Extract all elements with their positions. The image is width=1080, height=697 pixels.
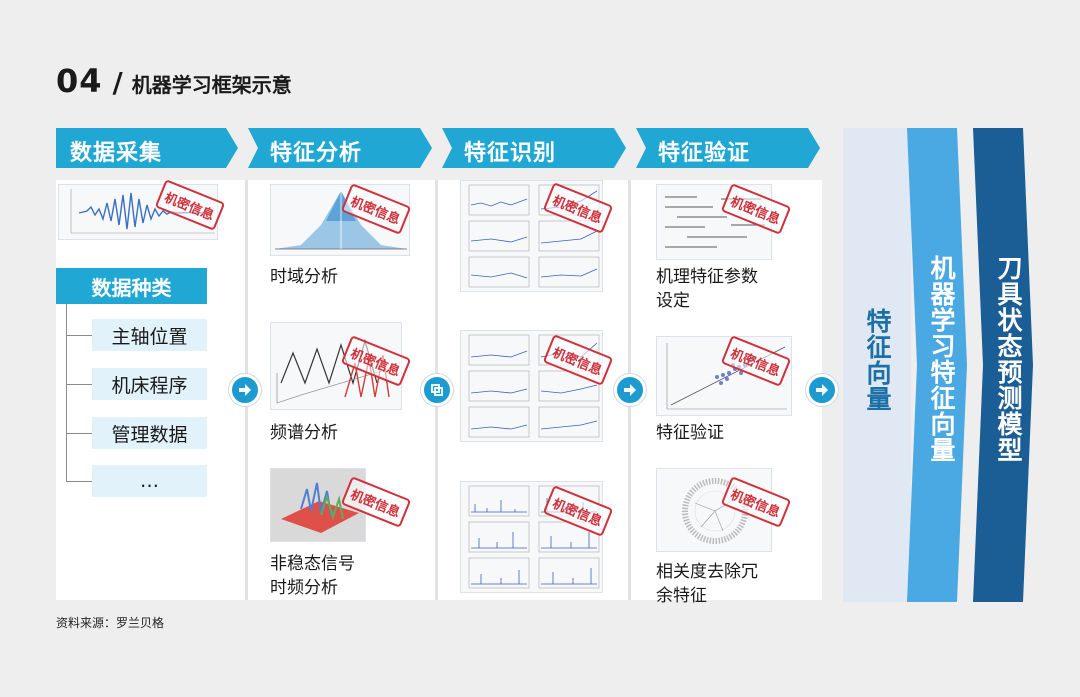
feature-vector-panel [843,128,911,602]
stage-feature-validation: 特征验证 [636,128,820,168]
spectrum-label: 频谱分析 [270,423,338,443]
section-title: 机器学习框架示意 [131,73,292,97]
params-label-line1: 机理特征参数 [656,267,758,287]
time-domain-label: 时域分析 [270,267,338,287]
prediction-model-panel [973,128,1033,602]
corr-label-line2: 余特征 [656,586,707,606]
stage-label: 特征识别 [464,141,557,166]
feature-vector-label: 特征向量 [863,308,892,412]
arrow-right-icon [229,374,261,406]
recognition-plots-3 [460,481,603,593]
prediction-model-label: 刀具状态预测模型 [994,255,1023,463]
stage-label: 特征分析 [270,141,363,166]
stage-data-collection: 数据采集 [56,128,238,168]
stage-label: 数据采集 [70,141,163,166]
source-note: 资料来源：罗兰贝格 [56,616,165,630]
tree-line [66,335,92,336]
nonstationary-label-line2: 时频分析 [270,578,338,598]
chevron-shape [248,128,432,168]
data-type-more: … [92,465,207,497]
nonstationary-label-line1: 非稳态信号 [270,554,355,574]
stage-feature-analysis: 特征分析 [248,128,432,168]
ml-feature-vector-label: 机器学习特征向量 [927,255,956,463]
data-type-machine-program: 机床程序 [92,368,207,400]
stage-feature-recognition: 特征识别 [442,128,626,168]
chevron-shape [56,128,238,168]
data-type-management-data: 管理数据 [92,417,207,449]
tree-line [66,481,92,482]
tree-line [66,304,67,482]
verify-label: 特征验证 [656,423,724,443]
corr-label-line1: 相关度去除冗 [656,562,758,582]
data-type-spindle-position: 主轴位置 [92,319,207,351]
section-slash: / [112,66,124,99]
tree-line [66,384,92,385]
swap-arrows-icon [421,374,453,406]
arrow-right-icon [806,374,838,406]
ml-feature-vector-panel [907,128,967,602]
arrow-right-icon [614,374,646,406]
tree-line [66,433,92,434]
chevron-shape [636,128,820,168]
section-number: 04 [56,62,103,100]
stage-label: 特征验证 [658,141,751,166]
data-types-header: 数据种类 [56,268,207,304]
chevron-shape [442,128,626,168]
params-label-line2: 设定 [656,291,690,311]
page-title: 04 / 机器学习框架示意 [56,62,292,100]
